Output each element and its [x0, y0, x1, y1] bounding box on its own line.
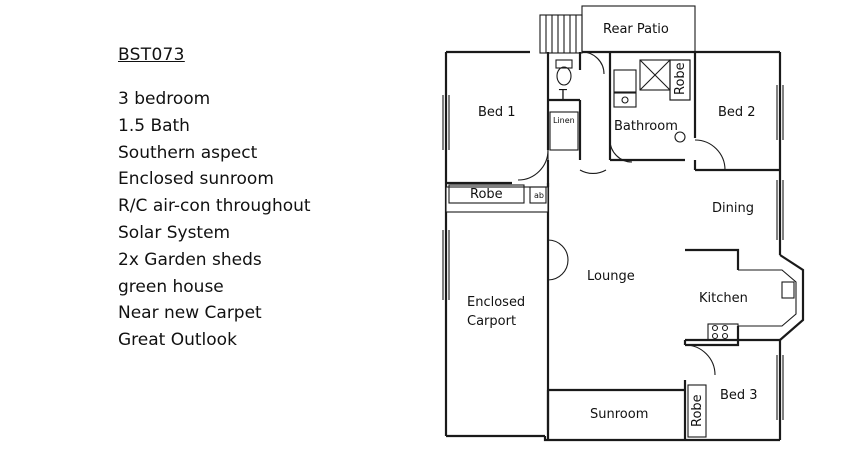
kitchen-bay	[738, 254, 805, 341]
robe-bed1	[448, 184, 525, 204]
lounge-label: Lounge	[587, 269, 635, 284]
enclosed-carport	[445, 186, 549, 213]
carport-label-line1: Enclosed	[467, 295, 525, 310]
bed2-label: Bed 2	[718, 105, 756, 120]
sunroom-label: Sunroom	[590, 407, 648, 422]
exterior-walls	[444, 50, 782, 442]
feature-item: Near new Carpet	[118, 303, 262, 324]
robe-bath	[669, 59, 691, 101]
robe-bed3-label: Robe	[690, 394, 705, 427]
appliance-label: ab	[534, 191, 544, 200]
windows	[442, 85, 784, 420]
linen-label: Linen	[553, 116, 575, 125]
feature-item: Great Outlook	[118, 330, 237, 351]
robe-bath-label: Robe	[673, 62, 688, 95]
robe-bed1-label: Robe	[470, 187, 503, 202]
feature-item: Southern aspect	[118, 142, 258, 163]
feature-item: 2x Garden sheds	[118, 249, 262, 270]
feature-item: Enclosed sunroom	[118, 169, 274, 190]
feature-item: 3 bedroom	[118, 89, 211, 109]
feature-item: green house	[118, 276, 224, 297]
robe-bed3	[687, 384, 707, 438]
kitchen-sink	[781, 281, 795, 299]
dining-label: Dining	[712, 201, 754, 216]
cooktop	[707, 323, 739, 341]
listing-info: BST073 3 bedroom 1.5 Bath Southern aspec…	[118, 44, 418, 354]
rear-patio-label: Rear Patio	[603, 22, 669, 37]
feature-item: Solar System	[118, 222, 231, 243]
kitchen-label: Kitchen	[699, 291, 748, 306]
rear-stairs	[539, 14, 583, 54]
listing-code: BST073	[118, 45, 185, 65]
appliance-box	[529, 186, 547, 204]
bathroom-label: Bathroom	[614, 119, 678, 134]
features-list: 3 bedroom 1.5 Bath Southern aspect Enclo…	[118, 86, 418, 354]
carport-label-line2: Carport	[467, 314, 516, 329]
toilet-fixture	[555, 59, 573, 86]
feature-item: R/C air-con throughout	[118, 196, 311, 217]
toilet-label: T	[558, 88, 567, 103]
feature-item: 1.5 Bath	[118, 115, 190, 136]
doors	[517, 51, 726, 376]
bed1-label: Bed 1	[478, 105, 516, 120]
bed3-label: Bed 3	[720, 388, 758, 403]
